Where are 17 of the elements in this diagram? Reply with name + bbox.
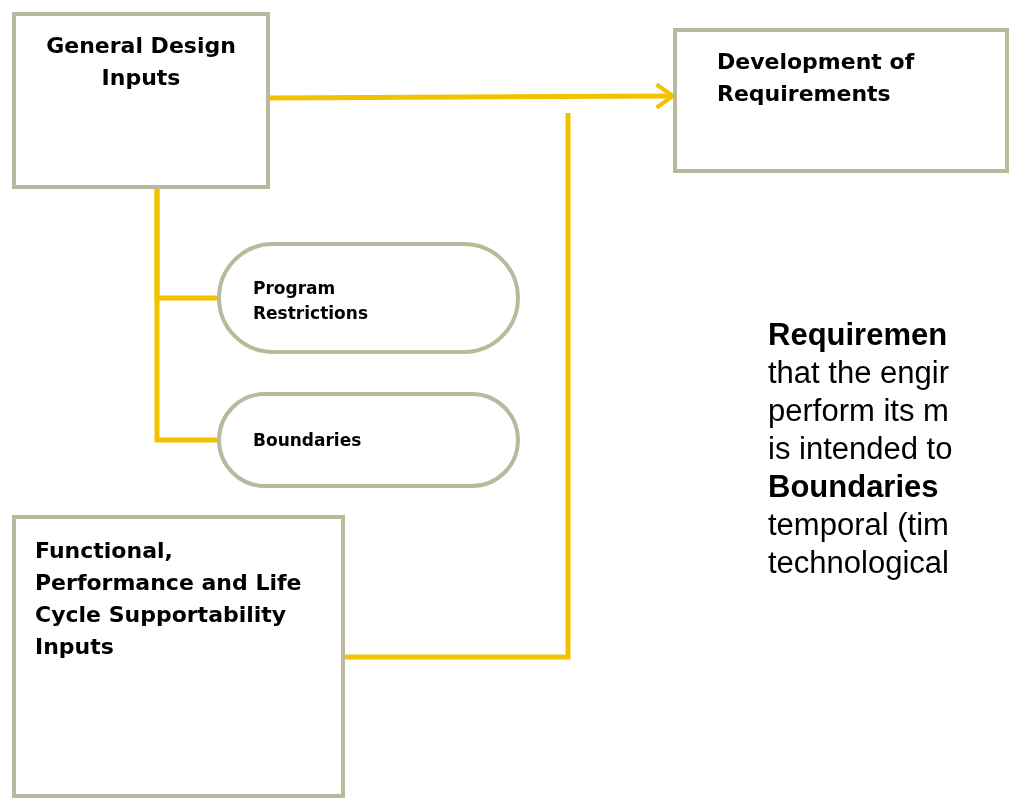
explanation-text: temporal (tim	[768, 508, 949, 542]
explanation-text: perform its m	[768, 394, 949, 428]
node-label: General Design Inputs	[45, 32, 237, 92]
process-box	[12, 515, 345, 798]
explanation-text: Requiremen	[768, 318, 948, 352]
connector-line	[154, 189, 217, 443]
process-box	[673, 28, 1009, 173]
process-box	[12, 12, 270, 189]
connector-line	[345, 113, 571, 660]
node-label: Program Restrictions	[253, 277, 369, 325]
explanation-text: that the engir	[768, 356, 949, 390]
node-label: Functional, Performance and Life Cycle Supportability Inputs	[35, 537, 303, 661]
explanation-text: Boundaries	[768, 470, 939, 504]
node-label: Development of Requirements	[717, 48, 916, 108]
node-label: Boundaries	[253, 429, 362, 452]
explanation-text: technological	[768, 546, 949, 580]
explanation-text: is intended to	[768, 432, 953, 466]
